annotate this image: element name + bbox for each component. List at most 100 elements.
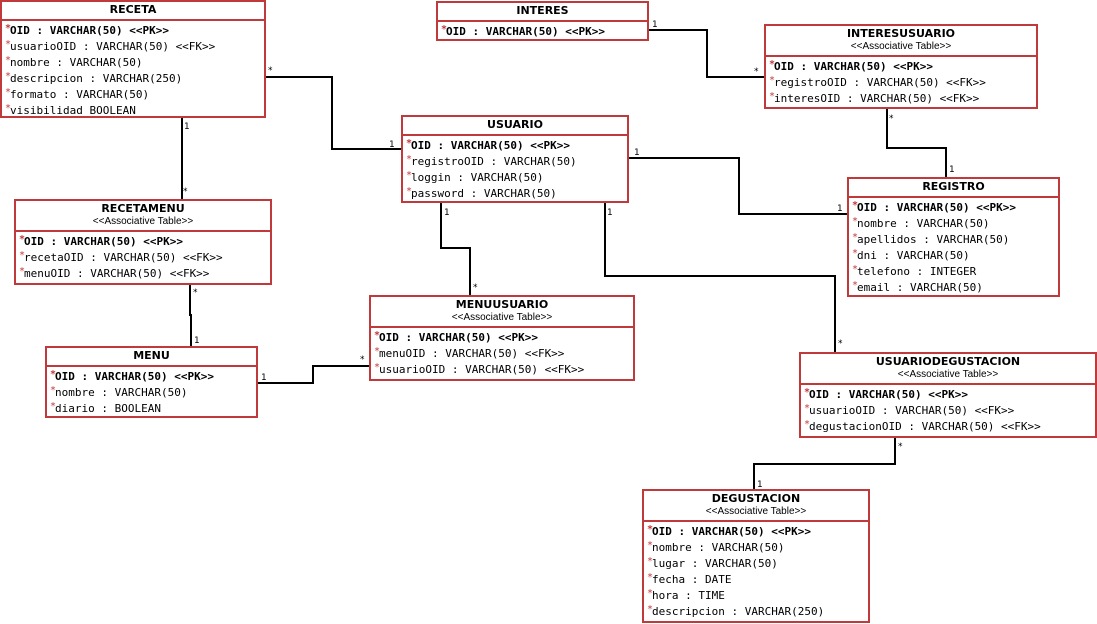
attribute: *email : VARCHAR(50) (852, 280, 1056, 296)
multiplicity-label: 1 (837, 204, 843, 214)
entity-attributes: *OID : VARCHAR(50) <<PK>>*usuarioOID : V… (2, 21, 264, 119)
attribute: *usuarioOID : VARCHAR(50) <<FK>> (5, 39, 262, 55)
entity-header: MENU (47, 348, 256, 367)
key-marker-icon: * (852, 232, 859, 243)
entity-name: MENU (133, 349, 170, 362)
attribute-text: interesOID : VARCHAR(50) <<FK>> (774, 92, 980, 105)
attribute: *descripcion : VARCHAR(250) (647, 604, 866, 620)
attribute-text: recetaOID : VARCHAR(50) <<FK>> (24, 251, 223, 264)
attribute: *visibilidad BOOLEAN (5, 103, 262, 119)
entity-stereotype: <<Associative Table>> (92, 216, 194, 227)
attribute: *formato : VARCHAR(50) (5, 87, 262, 103)
multiplicity-label: 1 (757, 480, 763, 490)
key-marker-icon: * (50, 369, 57, 380)
key-marker-icon: * (5, 71, 12, 82)
connector-usuariodegustacion-degustacion[interactable] (753, 438, 896, 489)
entity-header: USUARIODEGUSTACION<<Associative Table>> (801, 354, 1095, 385)
attribute: *apellidos : VARCHAR(50) (852, 232, 1056, 248)
entity-usuariodegustacion[interactable]: USUARIODEGUSTACION<<Associative Table>>*… (799, 352, 1097, 438)
attribute-text: OID : VARCHAR(50) <<PK>> (55, 370, 214, 383)
key-marker-icon: * (5, 39, 12, 50)
key-marker-icon: * (647, 540, 654, 551)
attribute: *usuarioOID : VARCHAR(50) <<FK>> (804, 403, 1093, 419)
connector-interes-interesusuario[interactable] (649, 29, 764, 78)
entity-header: INTERES (438, 3, 647, 22)
attribute: *lugar : VARCHAR(50) (647, 556, 866, 572)
primary-key-attribute: *OID : VARCHAR(50) <<PK>> (647, 524, 866, 540)
key-marker-icon: * (5, 23, 12, 34)
key-marker-icon: * (769, 59, 776, 70)
attribute: *descripcion : VARCHAR(250) (5, 71, 262, 87)
attribute-text: registroOID : VARCHAR(50) <<FK>> (774, 76, 986, 89)
entity-degustacion[interactable]: DEGUSTACION<<Associative Table>>*OID : V… (642, 489, 870, 623)
attribute-text: OID : VARCHAR(50) <<PK>> (411, 139, 570, 152)
attribute-text: usuarioOID : VARCHAR(50) <<FK>> (10, 40, 216, 53)
attribute: *diario : BOOLEAN (50, 401, 254, 417)
key-marker-icon: * (852, 248, 859, 259)
entity-usuario[interactable]: USUARIO*OID : VARCHAR(50) <<PK>>*registr… (401, 115, 629, 203)
key-marker-icon: * (441, 24, 448, 35)
connector-interesusuario-registro[interactable] (886, 109, 947, 177)
attribute: *nombre : VARCHAR(50) (50, 385, 254, 401)
connector-usuario-usuariodegustacion[interactable] (604, 203, 836, 352)
attribute-text: OID : VARCHAR(50) <<PK>> (857, 201, 1016, 214)
entity-receta[interactable]: RECETA*OID : VARCHAR(50) <<PK>>*usuarioO… (0, 0, 266, 118)
entity-name: REGISTRO (922, 180, 985, 193)
primary-key-attribute: *OID : VARCHAR(50) <<PK>> (769, 59, 1034, 75)
entity-attributes: * OID : VARCHAR(50) <<PK>> *menuOID : VARC… (371, 328, 633, 378)
entity-registro[interactable]: REGISTRO*OID : VARCHAR(50) <<PK>>*nombre… (847, 177, 1060, 297)
connector-usuario-registro[interactable] (629, 157, 847, 215)
connector-usuario-menuusuario[interactable] (440, 203, 471, 295)
attribute-text: nombre : VARCHAR(50) (652, 541, 785, 554)
entity-name: USUARIO (487, 118, 543, 131)
attribute: *recetaOID : VARCHAR(50) <<FK>> (19, 250, 268, 266)
multiplicity-label: 1 (444, 208, 450, 218)
attribute-text: diario : BOOLEAN (55, 402, 161, 415)
attribute-text: OID : VARCHAR(50) <<PK>> (379, 331, 538, 344)
entity-name: RECETA (109, 3, 157, 16)
entity-interes[interactable]: INTERES*OID : VARCHAR(50) <<PK>> (436, 1, 649, 41)
entity-menuusuario[interactable]: MENUUSUARIO<<Associative Table>>*OID : V… (369, 295, 635, 381)
entity-attributes: *OID : VARCHAR(50) <<PK>>*registroOID : … (403, 136, 627, 202)
entity-name: INTERESUSUARIO (846, 27, 956, 40)
key-marker-icon: * (374, 362, 381, 373)
key-marker-icon: * (19, 266, 26, 277)
key-marker-icon: * (852, 280, 859, 291)
attribute: *degustacionOID : VARCHAR(50) <<FK>> (804, 419, 1093, 435)
connector-receta-usuario[interactable] (266, 76, 401, 150)
multiplicity-label: * (754, 67, 759, 77)
attribute-text: OID : VARCHAR(50) <<PK>> (10, 24, 169, 37)
entity-attributes: *OID : VARCHAR(50) <<PK>>*nombre : VARCH… (644, 522, 868, 620)
key-marker-icon: * (19, 234, 26, 245)
multiplicity-label: * (838, 339, 843, 349)
attribute-text: formato : VARCHAR(50) (10, 88, 150, 101)
entity-header: DEGUSTACION<<Associative Table>> (644, 491, 868, 522)
entity-name: MENUUSUARIO (455, 298, 549, 311)
attribute-text: nombre : VARCHAR(50) (10, 56, 143, 69)
key-marker-icon: * (852, 216, 859, 227)
attribute: *nombre : VARCHAR(50) (5, 55, 262, 71)
multiplicity-label: * (898, 442, 903, 452)
key-marker-icon: * (406, 186, 413, 197)
entity-interesusuario[interactable]: INTERESUSUARIO<<Associative Table>> *OID … (764, 24, 1038, 109)
key-marker-icon: * (50, 401, 57, 412)
entity-attributes: *OID : VARCHAR(50) <<PK>>*nombre : VARCH… (47, 367, 256, 417)
attribute: *menuOID : VARCHAR(50) <<FK>> (374, 346, 631, 362)
key-marker-icon: * (804, 387, 811, 398)
primary-key-attribute: *OID : VARCHAR(50) <<PK>> (5, 23, 262, 39)
entity-menu[interactable]: MENU*OID : VARCHAR(50) <<PK>>*nombre : V… (45, 346, 258, 418)
entity-stereotype: <<Associative Table>> (897, 369, 999, 380)
multiplicity-label: * (473, 283, 478, 293)
entity-attributes: *OID : VARCHAR(50) <<PK>>*usuarioOID : V… (801, 385, 1095, 435)
primary-key-attribute: *OID : VARCHAR(50) <<PK>> (50, 369, 254, 385)
entity-stereotype: <<Associative Table>> (850, 41, 952, 52)
attribute: *usuarioOID : VARCHAR(50) <<FK>> (374, 362, 631, 378)
entity-name: DEGUSTACION (711, 492, 801, 505)
connector-recetamenu-menu[interactable] (189, 285, 192, 346)
connector-menu-menuusuario[interactable] (258, 365, 369, 384)
entity-recetamenu[interactable]: RECETAMENU<<Associative Table>>*OID : VA… (14, 199, 272, 285)
attribute-text: hora : TIME (652, 589, 725, 602)
attribute: *telefono : INTEGER (852, 264, 1056, 280)
multiplicity-label: 1 (949, 165, 955, 175)
